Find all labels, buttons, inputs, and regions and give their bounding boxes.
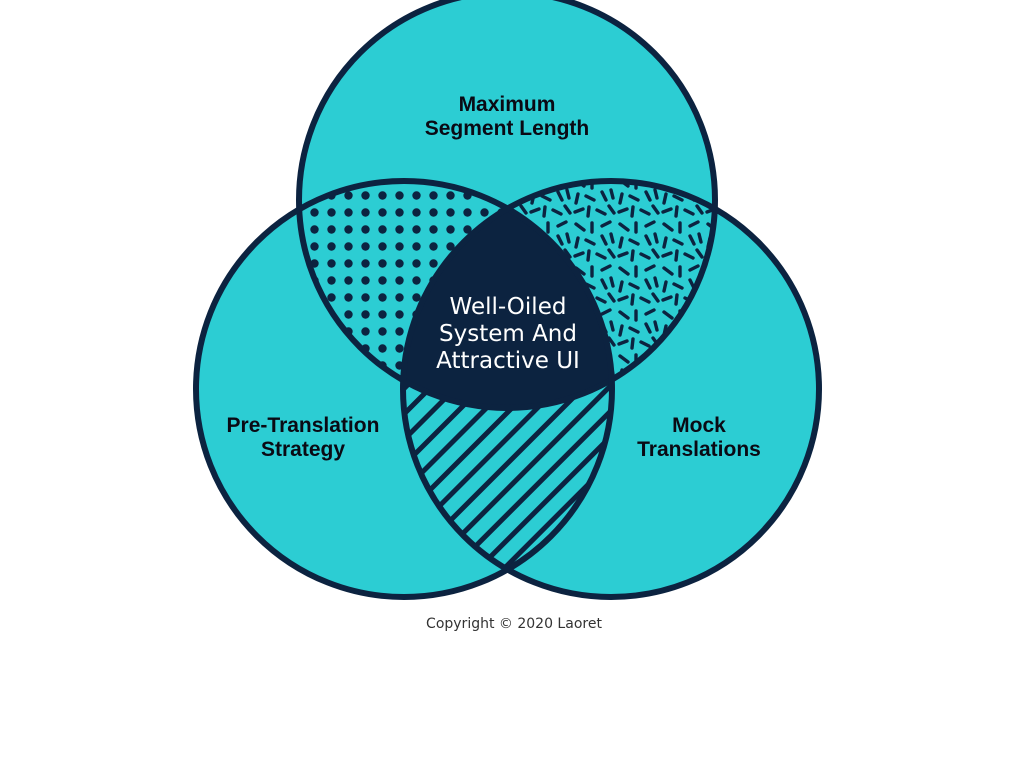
circle-right-outline — [400, 178, 822, 600]
right-circle-label-line2: Translations — [637, 438, 761, 461]
left-circle-label-line2: Strategy — [261, 438, 345, 461]
center-label-line2: System And — [439, 321, 577, 347]
center-label-line3: Attractive UI — [436, 348, 580, 374]
circle-top-outline — [296, 0, 718, 411]
top-circle-label-line2: Segment Length — [425, 117, 590, 140]
right-circle-label-line1: Mock — [672, 414, 726, 437]
center-label-line1: Well-Oiled — [450, 294, 567, 320]
copyright-text: Copyright © 2020 Laoret — [426, 616, 602, 632]
circle-left-outline — [193, 178, 615, 600]
left-circle-label-line1: Pre-Translation — [227, 414, 380, 437]
top-circle-label-line1: Maximum — [459, 93, 556, 116]
